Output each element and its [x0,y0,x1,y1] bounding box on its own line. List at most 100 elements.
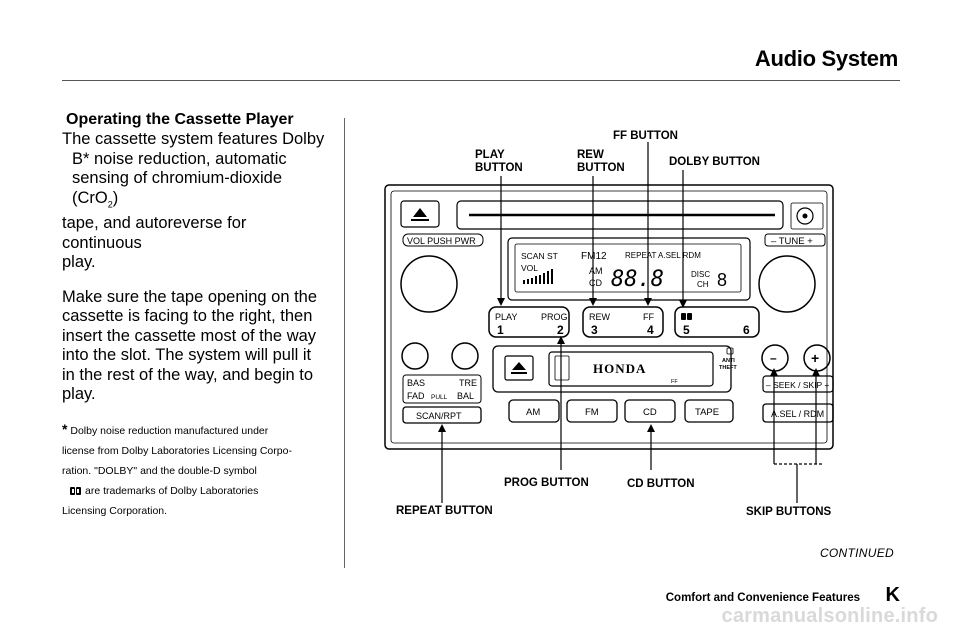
preset-number: 4 [647,323,654,337]
display-scan-st: SCAN ST [521,251,558,261]
intro-line: tape, and autoreverse for continuous [62,214,247,252]
lcd-display [514,243,742,293]
audio-unit-diagram: VOL PUSH PWR – TUNE + SCAN ST FM12 REPEA… [384,142,834,503]
footnote-line: ration. "DOLBY" and the double-D symbol [62,464,257,477]
cd-button[interactable] [624,399,676,423]
am-label: AM [526,407,540,418]
display-cd: CD [589,278,602,288]
text-column: Operating the Cassette Player The casset… [62,110,330,521]
eject-icon [512,362,526,370]
insert-line: insert the cassette most of the way [62,326,317,345]
dolby-double-d-icon [70,487,81,496]
dolby-double-d-icon [681,313,692,320]
tre-label: TRE [459,378,477,388]
insert-paragraph: Make sure the tape opening on the casset… [62,288,330,405]
callout-dolby: DOLBY BUTTON [669,156,760,168]
display-am: AM [589,266,603,276]
intro-paragraph: The cassette system features Dolby B* no… [62,130,330,273]
footnote-line: are trademarks of Dolby Laboratories [85,484,259,497]
vol-pwr-label-frame [402,233,484,247]
callout-repeat: REPEAT BUTTON [396,505,493,517]
callout-ff: FF BUTTON [613,130,678,142]
display-vol: VOL [521,263,538,273]
am-button[interactable] [508,399,560,423]
header-rule [62,80,900,81]
seek-skip-label: – SEEK / SKIP + [766,380,829,390]
display-ch: CH [697,280,709,289]
plus-icon: + [811,350,819,366]
intro-line: B* noise reduction, automatic [72,149,287,168]
callout-arrowheads [438,298,820,432]
callout-prog: PROG BUTTON [504,477,589,489]
bass-knob[interactable] [401,342,429,370]
footnote-line: license from Dolby Laboratories Licensin… [62,444,292,457]
anti-theft-label: THEFT [719,365,737,371]
tape-button[interactable] [684,399,734,423]
eject-icon [413,208,427,217]
eject-icon-bar [411,219,429,221]
preset-number: 6 [743,323,750,337]
preset-number: 2 [557,323,564,337]
bas-label: BAS [407,378,425,388]
volume-knob[interactable] [400,255,458,313]
asel-rdm-button[interactable] [762,403,834,423]
disc-icon [796,207,814,225]
insert-line: cassette is facing to the right, then [62,307,313,326]
audio-unit-figure: VOL PUSH PWR – TUNE + SCAN ST FM12 REPEA… [345,118,945,548]
radio-faceplate [384,184,834,450]
disc-icon-center [802,213,808,219]
tune-label-frame [764,233,826,247]
cro2-subscript: 2 [107,198,113,209]
footer-section-title: Comfort and Convenience Features [665,592,860,604]
scan-rpt-label: SCAN/RPT [416,411,462,421]
column-divider [344,118,345,568]
section-title: Operating the Cassette Player [66,111,294,128]
vol-pwr-label: VOL PUSH PWR [407,236,476,246]
cd-slot-panel [456,200,784,230]
cassette-door [554,355,570,381]
watermark: carmanualsonline.info [721,605,938,627]
intro-line: play. [62,253,96,272]
cd-eject-button[interactable] [400,200,440,228]
eject-icon-bar [511,372,527,374]
footnote-line: Dolby noise reduction manufactured under [70,424,269,437]
cd-label: CD [643,407,657,418]
preset-button-1-2[interactable] [488,306,570,338]
display-disc: DISC [691,270,710,279]
insert-line: Make sure the tape opening on the [62,287,318,306]
tune-label: – TUNE + [771,236,813,247]
footnote-line: Licensing Corporation. [62,504,168,517]
bal-label: BAL [457,391,474,401]
callout-cd: CD BUTTON [627,478,695,490]
cassette-slot [548,351,714,387]
disc-logo [790,202,824,230]
anti-theft-label: ANTI [722,358,735,364]
display-modes: REPEAT A.SEL RDM [625,251,701,260]
dolby-footnote: * Dolby noise reduction manufactured und… [62,419,330,521]
insert-line: in the rest of the way, and begin to [62,365,314,384]
page-title: Audio System [754,46,898,71]
display-band-preset: FM12 [581,251,607,262]
preset-button-5-6[interactable] [674,306,760,338]
tone-label-frame [402,374,482,404]
footnote-asterisk: * [62,420,68,437]
tune-knob[interactable] [758,255,816,313]
fad-label: FAD [407,391,425,401]
fm-button[interactable] [566,399,618,423]
scan-rpt-button[interactable] [402,406,482,424]
tape-ff-label: FF [671,379,678,385]
preset-number: 3 [591,323,598,337]
honda-logo: HONDA [593,361,646,376]
continued-label: CONTINUED [819,546,894,560]
asel-rdm-label: A.SEL / RDM [771,409,824,419]
insert-line: into the slot. The system will pull it [62,346,312,365]
treble-knob[interactable] [451,342,479,370]
tape-eject-button[interactable] [504,355,534,381]
display-disc-number: 8 [717,270,727,290]
callout-leader-lines [441,142,823,503]
preset-button-3-4[interactable] [582,306,664,338]
seek-skip-label-frame [762,375,834,393]
display-bezel [507,237,751,301]
